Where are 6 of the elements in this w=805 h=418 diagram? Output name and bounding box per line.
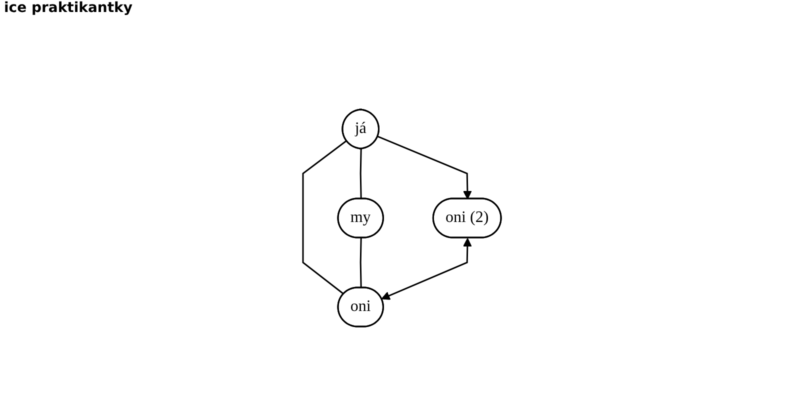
arrow [382, 238, 472, 300]
connector [302, 140, 348, 295]
heading-text: ice praktikantky [4, 0, 132, 16]
connector [360, 148, 362, 200]
arrow [378, 136, 472, 200]
connector [360, 238, 362, 288]
